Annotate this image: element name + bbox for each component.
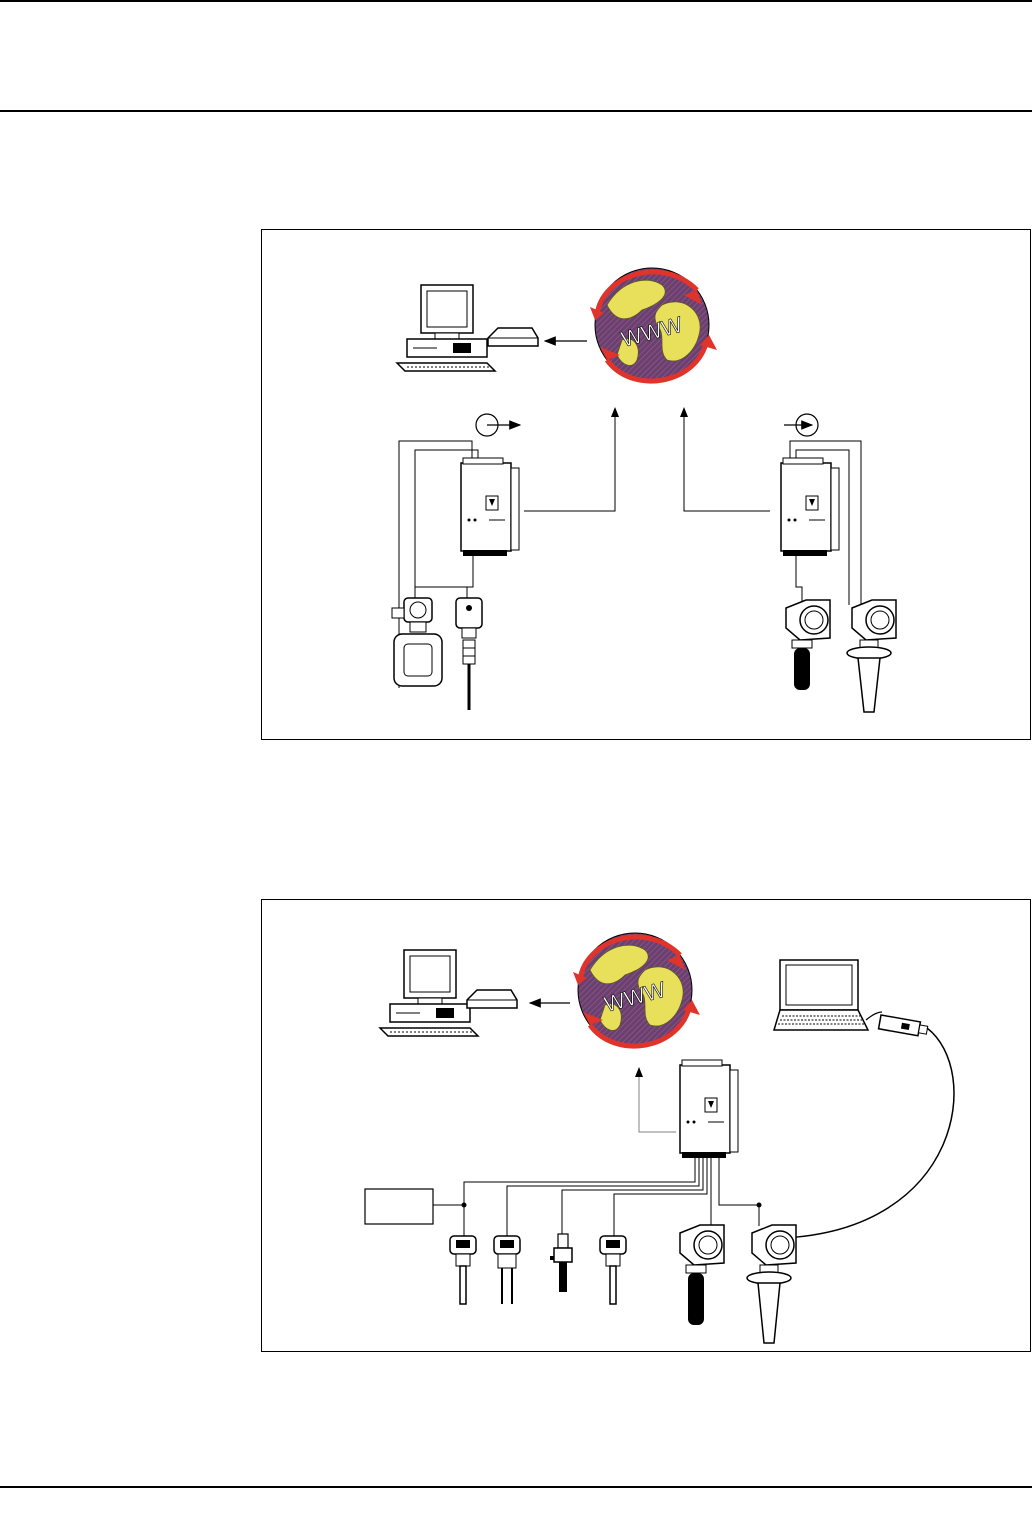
- laptop-icon: [774, 960, 868, 1030]
- level-probe-icon: [600, 1236, 626, 1304]
- globe-icon: WWW: [573, 933, 700, 1047]
- gateway-device-icon: [680, 1060, 738, 1158]
- header-top-rule: [0, 0, 1032, 2]
- desktop-computer-icon: [380, 950, 478, 1036]
- modem-icon: [467, 990, 517, 1008]
- power-supply-box: [365, 1189, 433, 1224]
- header-bottom-rule: [0, 110, 1032, 112]
- signal-out-icon: [784, 414, 818, 436]
- vibronic-switch-icon: [494, 1236, 520, 1304]
- figure-bottom: WWW: [261, 899, 1031, 1352]
- radar-level-transmitter-icon: [747, 1225, 796, 1343]
- temperature-sensor-icon: [456, 598, 482, 710]
- desktop-computer-icon: [397, 285, 495, 371]
- proximity-sensor-icon: [550, 1234, 572, 1292]
- radar-level-transmitter-icon: [847, 600, 896, 712]
- footer-rule: [0, 1486, 1032, 1488]
- level-probe-icon: [450, 1236, 476, 1304]
- figure-top: WWW: [261, 229, 1031, 740]
- gateway-device-icon: [461, 458, 519, 556]
- pressure-transmitter-icon: [392, 598, 442, 686]
- modem-icon: [488, 328, 538, 346]
- signal-in-icon: [476, 414, 520, 436]
- level-transmitter-icon: [786, 600, 830, 690]
- usb-adapter-icon: [879, 1015, 929, 1037]
- globe-icon: WWW: [590, 268, 717, 382]
- level-transmitter-icon: [680, 1225, 724, 1325]
- gateway-device-icon: [781, 458, 839, 556]
